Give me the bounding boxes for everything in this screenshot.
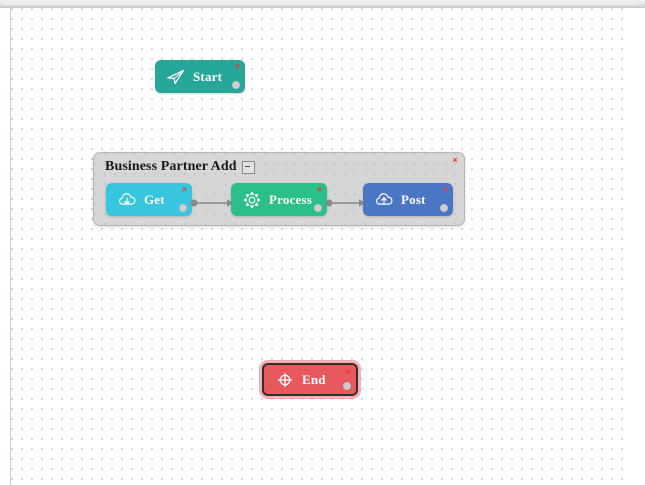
connector-get-to-process[interactable] [190, 196, 235, 210]
node-get-label: Get [144, 192, 165, 207]
node-end[interactable]: End × [262, 363, 358, 396]
node-start-label: Start [193, 69, 223, 84]
node-start-close-icon[interactable]: × [235, 62, 240, 71]
node-end-close-icon[interactable]: × [346, 367, 351, 376]
flow-canvas[interactable]: Start × Business Partner Add × Get × [10, 8, 635, 485]
top-scroll-bar[interactable] [0, 0, 645, 8]
node-get-output-port[interactable] [179, 204, 187, 212]
node-get-close-icon[interactable]: × [182, 185, 187, 194]
node-get[interactable]: Get × [106, 183, 192, 216]
canvas-right-edge [625, 8, 635, 485]
group-close-icon[interactable]: × [452, 155, 458, 165]
cloud-upload-icon [376, 192, 393, 205]
node-end-output-port[interactable] [343, 382, 351, 390]
node-start-output-port[interactable] [232, 81, 240, 89]
gear-icon [243, 191, 261, 208]
node-end-label: End [302, 372, 326, 387]
group-title: Business Partner Add [105, 159, 237, 174]
node-post-label: Post [401, 192, 426, 207]
connector-process-to-post[interactable] [325, 196, 367, 210]
group-title-row: Business Partner Add [105, 159, 255, 175]
node-process-output-port[interactable] [314, 204, 322, 212]
node-start[interactable]: Start × [155, 60, 245, 93]
node-process[interactable]: Process × [231, 183, 327, 216]
node-post-output-port[interactable] [440, 204, 448, 212]
crosshair-icon [277, 372, 293, 387]
minus-box-icon[interactable] [241, 160, 255, 174]
cloud-download-icon [119, 192, 136, 205]
node-post[interactable]: Post × [363, 183, 453, 216]
node-process-label: Process [269, 192, 313, 207]
node-post-close-icon[interactable]: × [443, 185, 448, 194]
node-process-close-icon[interactable]: × [317, 185, 322, 194]
paper-plane-icon [167, 69, 184, 84]
top-scroll-bar-track[interactable] [2, 1, 639, 5]
